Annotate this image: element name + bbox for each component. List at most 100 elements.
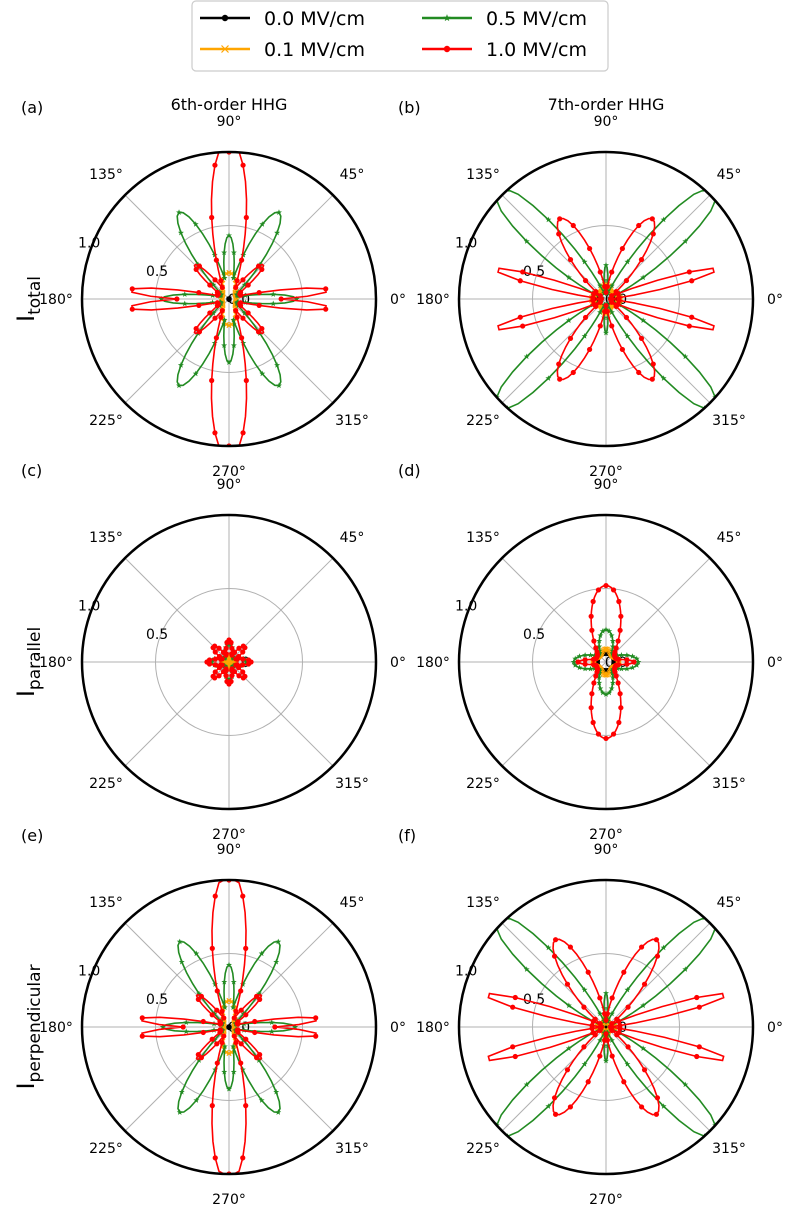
series-marker: [603, 691, 609, 697]
series-marker: [590, 598, 596, 605]
series-marker: [649, 376, 655, 382]
series-marker: [242, 299, 249, 306]
series-marker: [633, 662, 640, 668]
series-marker: [183, 1028, 190, 1035]
series-marker: [219, 307, 225, 314]
legend-entry: 0.5 MV/cm: [422, 8, 587, 30]
series-marker: [520, 269, 526, 275]
polar-frame: [80, 150, 378, 448]
series-marker: [585, 1079, 591, 1085]
series-marker: [257, 1052, 263, 1058]
series-marker: [650, 361, 656, 367]
series-marker: [686, 323, 692, 329]
series-marker: [601, 277, 608, 283]
legend-frame: [191, 0, 609, 72]
series-marker: [615, 301, 621, 307]
series-marker: [640, 274, 647, 281]
series-marker: [196, 263, 203, 269]
series-marker: [565, 1045, 572, 1051]
series-marker: [219, 284, 225, 291]
angle-tick-label: 0°: [390, 292, 406, 308]
series-marker: [209, 1103, 215, 1109]
series-marker: [229, 645, 235, 651]
series-marker: [209, 1012, 215, 1018]
series-marker: [576, 664, 583, 671]
angle-tick-label: 45°: [717, 895, 742, 911]
angle-tick-label: 225°: [466, 413, 500, 429]
radial-tick-label: 1.0: [455, 964, 477, 980]
series-marker: [270, 291, 277, 297]
series-marker: [621, 1079, 627, 1085]
series: [204, 637, 254, 687]
series-marker: [221, 342, 228, 348]
angle-tick-label: 45°: [717, 167, 742, 183]
series-marker: [226, 676, 232, 683]
series-marker: [602, 283, 608, 290]
series-marker: [139, 1015, 145, 1021]
angular-gridline: [228, 922, 334, 1028]
series-marker: [590, 297, 596, 303]
angular-gridline: [501, 661, 607, 767]
series-marker: [638, 944, 645, 950]
series-marker: [210, 281, 217, 288]
angle-tick-label: 90°: [594, 114, 619, 130]
series-marker: [240, 893, 246, 899]
series-marker: [604, 314, 611, 321]
series-marker: [613, 673, 619, 679]
series-marker: [245, 282, 251, 288]
series-marker: [443, 45, 451, 53]
series: [575, 582, 637, 742]
panel-label: (d): [398, 461, 421, 480]
series-marker: [617, 627, 623, 633]
series-marker: [621, 969, 627, 975]
series-marker: [564, 981, 571, 987]
angular-gridline: [124, 298, 230, 404]
series-marker: [624, 258, 631, 265]
radial-tick-label: 0.5: [146, 992, 168, 1008]
series-marker: [196, 1057, 202, 1063]
series-marker: [597, 1010, 604, 1017]
series-marker: [593, 673, 599, 679]
series-marker: [235, 298, 241, 305]
series-marker: [582, 277, 589, 284]
series-marker: [552, 937, 559, 943]
angle-tick-label: 90°: [217, 477, 242, 493]
series-marker: [606, 628, 613, 634]
series-marker: [660, 375, 667, 381]
row-label-sub: perpendicular: [25, 964, 45, 1082]
angle-tick-label: 270°: [589, 1192, 623, 1208]
series-marker: [235, 1027, 241, 1033]
series: [226, 1024, 232, 1030]
series-marker: [609, 299, 615, 305]
polar-frame: [80, 878, 378, 1176]
series-marker: [273, 958, 280, 965]
series-marker: [660, 216, 667, 223]
series-marker: [221, 1004, 228, 1011]
series-marker: [276, 382, 282, 389]
series-marker: [217, 1029, 223, 1035]
panel-label: (f): [398, 826, 416, 845]
series-marker: [654, 1095, 661, 1101]
series-marker: [238, 1060, 244, 1066]
series-marker: [209, 299, 216, 306]
series-marker: [209, 214, 215, 221]
series-marker: [274, 362, 281, 368]
series-marker: [212, 649, 218, 655]
series-marker: [212, 277, 218, 283]
panel-label: (c): [21, 461, 42, 480]
series-marker: [597, 632, 604, 639]
row-label-sub: total: [25, 276, 45, 315]
series-marker: [636, 222, 642, 229]
angle-tick-label: 225°: [89, 1141, 123, 1157]
panel-title: 6th-order HHG: [171, 95, 288, 114]
series-marker: [576, 653, 583, 659]
angle-tick-label: 0°: [767, 292, 783, 308]
series-marker: [609, 643, 616, 650]
series-marker: [609, 674, 616, 680]
series-marker: [196, 289, 202, 296]
series-marker: [591, 291, 597, 297]
legend-label: 0.0 MV/cm: [264, 8, 365, 30]
series-marker: [597, 323, 603, 329]
series-marker: [174, 296, 180, 302]
series-marker: [615, 638, 621, 644]
